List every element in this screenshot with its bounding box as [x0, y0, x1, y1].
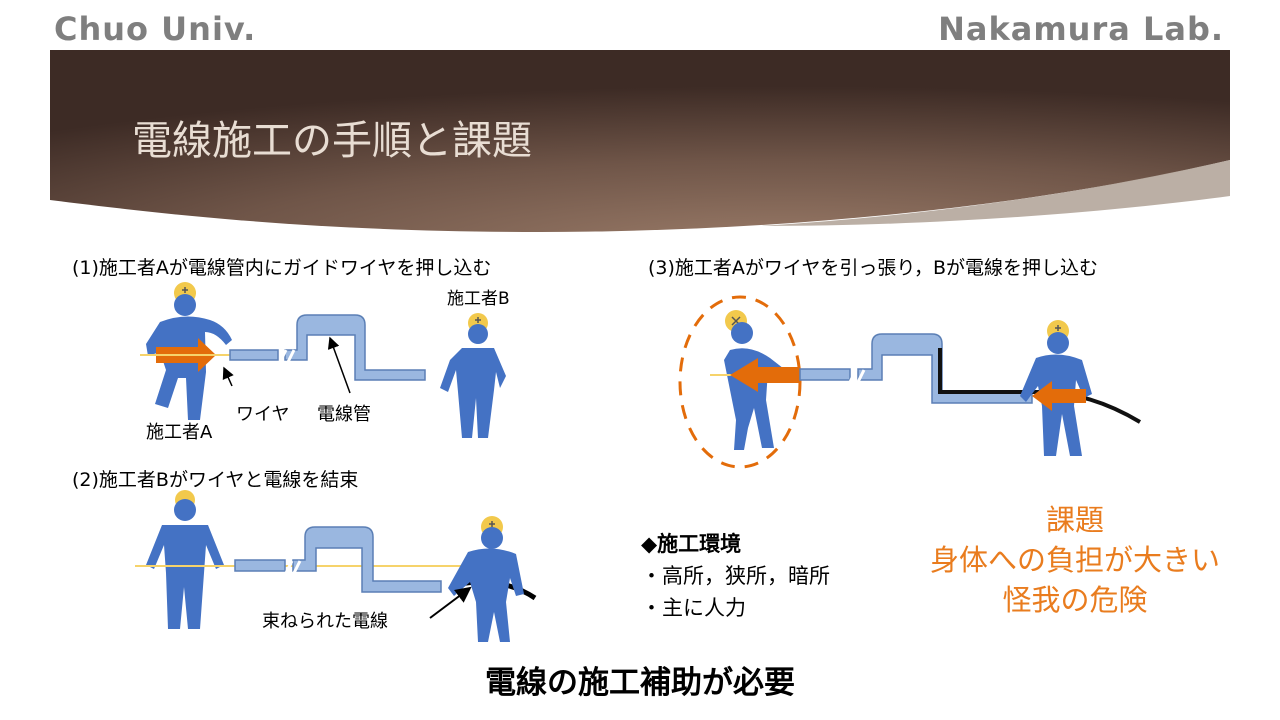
environment-title: ◆施工環境 — [641, 532, 742, 556]
issues-heading: 課題 — [1045, 503, 1104, 537]
bundled-wire-label: 束ねられた電線 — [262, 611, 388, 632]
pull-arrow-head — [730, 358, 758, 392]
push-arrow-head-step3 — [1032, 381, 1052, 411]
worker-a-figure-step2 — [146, 490, 224, 629]
issue-item: 怪我の危険 — [1002, 583, 1148, 617]
conduit-step2 — [234, 526, 442, 593]
environment-item: ・主に人力 — [641, 596, 746, 620]
worker-b-figure-step3 — [1020, 320, 1092, 456]
worker-a-figure-step1 — [146, 282, 232, 420]
wire-label: ワイヤ — [236, 404, 290, 425]
environment-item: ・高所，狭所，暗所 — [641, 564, 830, 588]
conduit-step3 — [799, 333, 1033, 404]
step3-caption: (3)施工者Aがワイヤを引っ張り，Bが電線を押し込む — [648, 257, 1099, 279]
worker-a-label-step1: 施工者A — [146, 422, 213, 443]
worker-b-label-step1: 施工者B — [447, 289, 510, 309]
issue-item: 身体への負担が大きい — [929, 543, 1220, 577]
lab-name: Nakamura Lab. — [938, 10, 1224, 48]
conduit-label: 電線管 — [317, 404, 371, 425]
university-name: Chuo Univ. — [54, 10, 257, 48]
push-arrow-body-step3 — [1050, 389, 1086, 403]
conclusion-text: 電線の施工補助が必要 — [485, 665, 795, 701]
slide-title: 電線施工の手順と課題 — [132, 118, 532, 164]
worker-b-figure-step1 — [440, 313, 506, 438]
pull-arrow-body — [756, 367, 800, 383]
step1-caption: (1)施工者Aが電線管内にガイドワイヤを押し込む — [72, 257, 492, 279]
issues-box: 課題 身体への負担が大きい 怪我の危険 — [905, 500, 1245, 620]
worker-b-figure-step2 — [448, 516, 524, 642]
step2-caption: (2)施工者Bがワイヤと電線を結束 — [72, 469, 359, 491]
conduit-step1 — [229, 314, 426, 381]
